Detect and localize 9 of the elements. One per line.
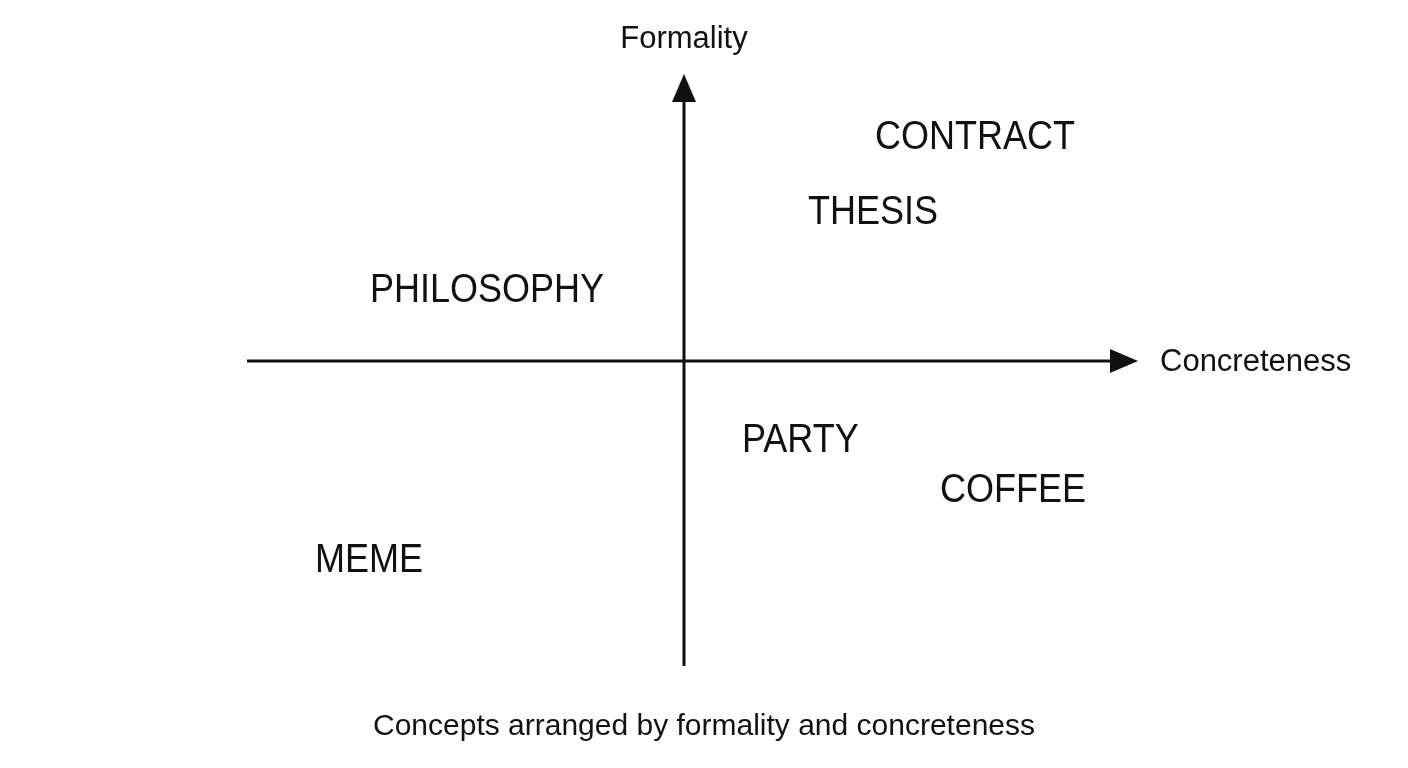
concept-label: CONTRACT bbox=[875, 115, 1075, 155]
concept-label: COFFEE bbox=[940, 468, 1086, 508]
concept-label: MEME bbox=[315, 538, 423, 578]
concept-label: PHILOSOPHY bbox=[370, 268, 605, 308]
axis-label: Formality bbox=[620, 21, 748, 53]
concept-label: THESIS bbox=[808, 190, 939, 230]
concept-label: PARTY bbox=[742, 418, 859, 458]
caption: Concepts arranged by formality and concreteness bbox=[373, 708, 1035, 742]
axis-label: Concreteness bbox=[1160, 344, 1352, 376]
